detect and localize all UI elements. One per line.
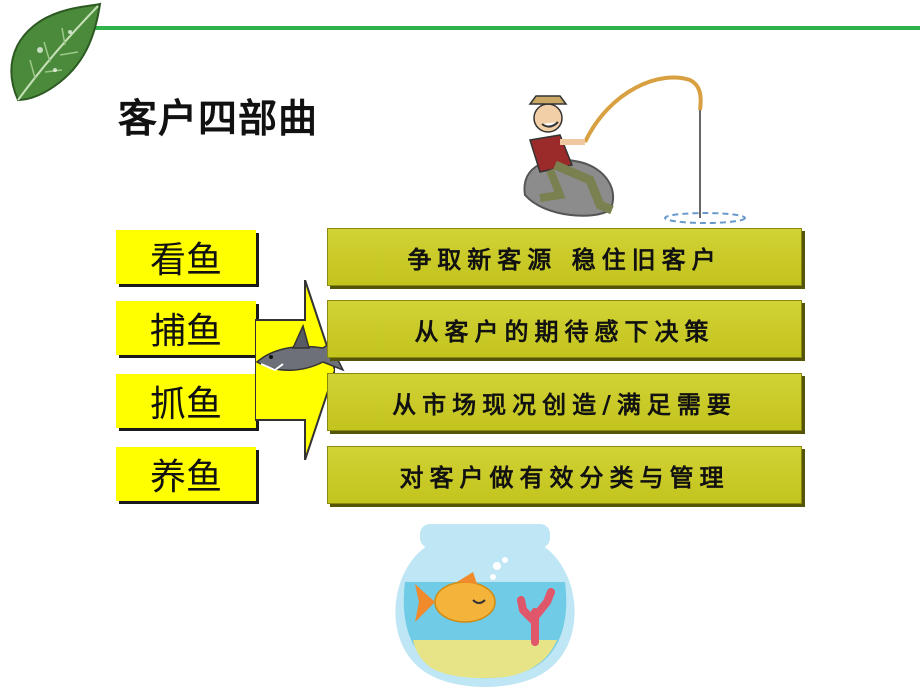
stage-box-1: 看鱼 — [116, 230, 256, 284]
stage-box-2: 捕鱼 — [116, 301, 256, 355]
action-label: 争取新客源 稳住旧客户 — [407, 244, 722, 274]
top-accent-line — [95, 26, 920, 30]
action-box-3: 从市场现况创造/满足需要 — [327, 373, 802, 431]
stage-label: 养鱼 — [149, 457, 222, 498]
action-label: 从客户的期待感下决策 — [414, 316, 715, 346]
leaf-icon — [10, 2, 102, 102]
stage-label: 抓鱼 — [149, 384, 222, 425]
stage-label: 捕鱼 — [149, 311, 222, 352]
stage-label: 看鱼 — [149, 240, 222, 281]
action-box-4: 对客户做有效分类与管理 — [327, 446, 802, 504]
action-label: 从市场现况创造/满足需要 — [392, 389, 737, 419]
action-box-1: 争取新客源 稳住旧客户 — [327, 228, 802, 286]
fisherman-icon — [523, 75, 746, 224]
page-title: 客户四部曲 — [118, 97, 319, 142]
stage-box-3: 抓鱼 — [116, 374, 256, 428]
stage-box-4: 养鱼 — [116, 447, 256, 501]
fishbowl-icon — [395, 524, 575, 687]
action-box-2: 从客户的期待感下决策 — [327, 300, 802, 358]
action-label: 对客户做有效分类与管理 — [399, 462, 730, 492]
